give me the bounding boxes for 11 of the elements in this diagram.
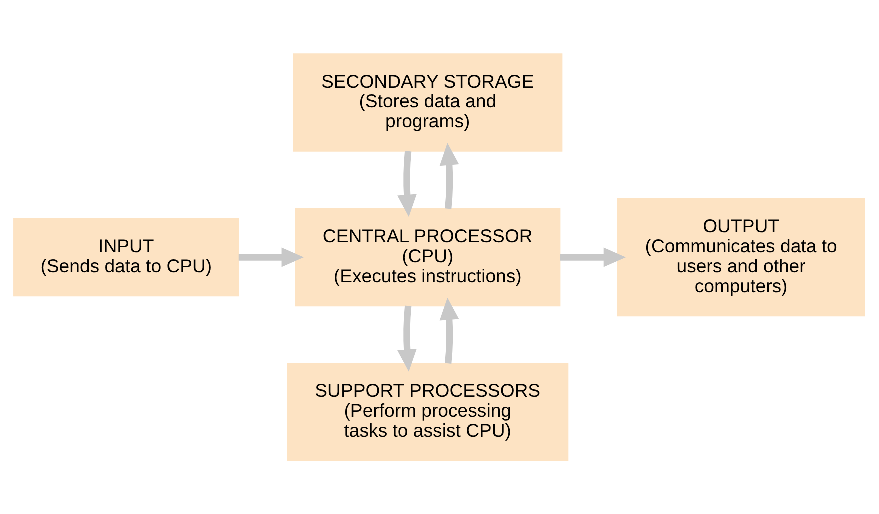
- node-box: OUTPUT (Communicates data to users and other computers): [617, 198, 866, 316]
- arrow: [560, 247, 626, 267]
- node-box: CENTRAL PROCESSOR (CPU) (Executes instructions): [295, 208, 561, 306]
- arrow: [440, 297, 460, 364]
- node-box: SUPPORT PROCESSORS (Perform processing tasks to assist CPU): [287, 362, 569, 461]
- arrow: [398, 150, 417, 217]
- arrow: [440, 142, 460, 209]
- node-box: INPUT (Sends data to CPU): [14, 218, 240, 296]
- arrow: [398, 305, 417, 372]
- arrow: [238, 247, 304, 267]
- node-box: SECONDARY STORAGE (Stores data and programs): [293, 53, 563, 152]
